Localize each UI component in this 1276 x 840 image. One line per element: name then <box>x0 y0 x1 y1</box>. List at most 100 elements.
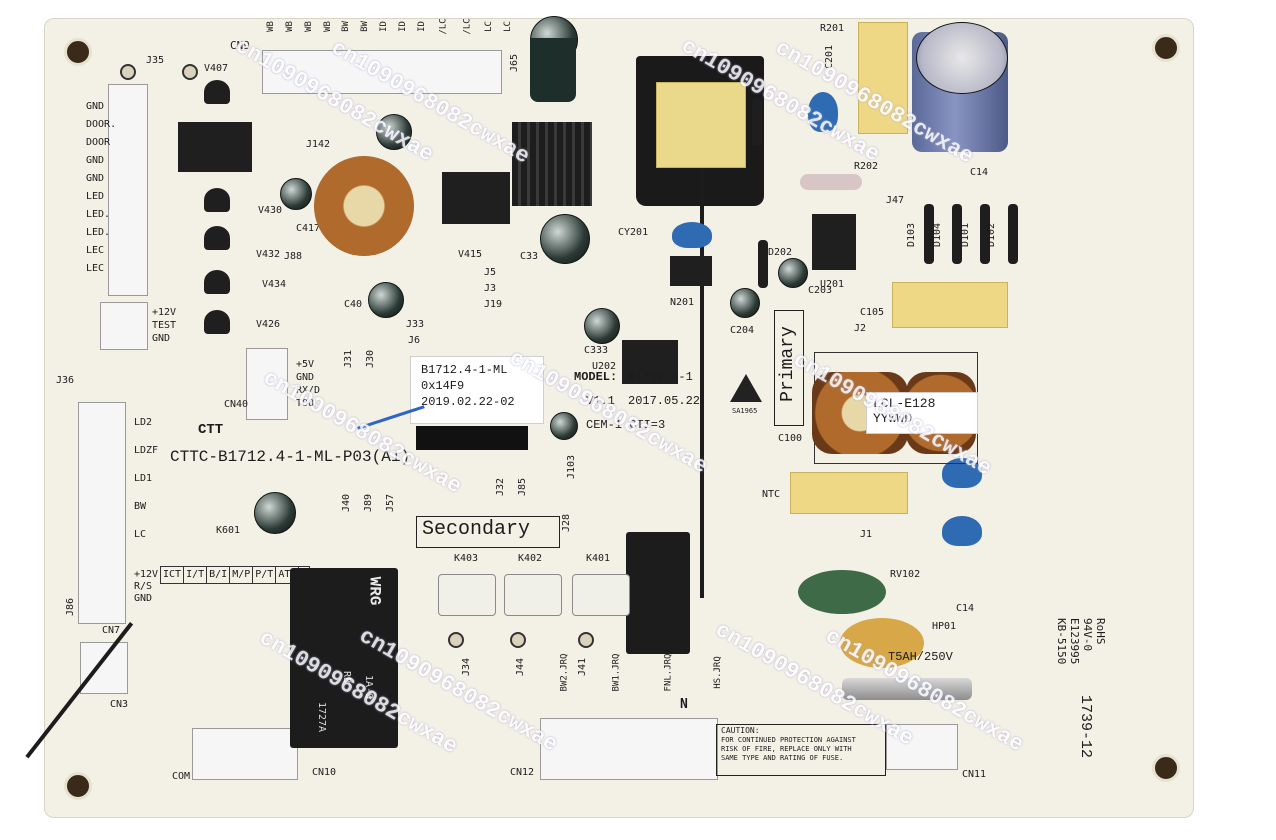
comp-ref: D103 <box>906 222 918 248</box>
varistor <box>840 618 924 668</box>
cn10-label: CN10 <box>312 767 337 778</box>
fuse-rating: T5AH/250V <box>888 650 953 664</box>
cn3-label: CN3 <box>110 699 129 710</box>
cn12-pin: FNL.JRQ <box>663 653 674 692</box>
x-capacitor <box>892 282 1008 328</box>
transformer-winding <box>656 82 746 168</box>
caution-line: FOR CONTINUED PROTECTION AGAINST <box>721 736 856 744</box>
capacitor <box>778 258 808 288</box>
y-capacitor <box>808 92 838 132</box>
jumper-ref: J44 <box>515 657 527 677</box>
jumper-ref: J5 <box>484 267 497 278</box>
cn40-label: CN40 <box>224 399 249 410</box>
cn7-pin: +12V <box>134 569 159 580</box>
part-number: CTTC-B1712.4-1-ML-P03(A1) <box>170 448 411 466</box>
io-label: LEC <box>86 245 105 256</box>
cn9-pin: BW <box>341 21 352 32</box>
model-value: B1712.4-1 <box>628 370 693 384</box>
jumper-pad <box>448 632 464 648</box>
com-label: COM <box>172 771 191 782</box>
secondary-box <box>416 516 560 548</box>
capacitor <box>280 178 312 210</box>
jumper-ref: J28 <box>561 513 573 533</box>
diode <box>758 240 768 288</box>
cn40-labels: +5V GND RX/D TOOL <box>296 360 320 409</box>
cn9-connector <box>262 50 502 94</box>
x-capacitor <box>858 22 908 134</box>
y-capacitor <box>942 516 982 546</box>
comp-ref: D104 <box>932 222 944 248</box>
sticker-line: 0x14F9 <box>421 379 465 393</box>
cn40-pin: GND <box>296 372 315 383</box>
cn9-pin: WB <box>284 21 295 32</box>
comp-ref: D202 <box>768 247 793 258</box>
cn12-connector <box>540 718 718 780</box>
test-label: +12V <box>152 307 177 318</box>
heater-relay <box>626 532 690 654</box>
transistor <box>204 188 230 212</box>
cn9-pin: LC <box>502 21 513 32</box>
cn40-pin: RX/D <box>296 385 321 396</box>
capacitor <box>730 288 760 318</box>
cn40-pin: +5V <box>296 359 315 370</box>
pwm-ic <box>812 214 856 270</box>
wire <box>700 168 704 598</box>
filter-part: LCL-E128 <box>873 396 936 411</box>
jumper-pad <box>182 64 198 80</box>
comp-ref: CY201 <box>618 227 649 238</box>
cn10-connector <box>192 728 298 780</box>
solid-state-relay <box>438 574 496 616</box>
filter-code: YYWWD <box>873 411 913 426</box>
cert-text: E123995 <box>1068 618 1081 665</box>
primary-box <box>774 310 804 426</box>
jumper-ref: J86 <box>65 597 77 617</box>
comp-ref: U202 <box>592 361 617 372</box>
comp-ref: R202 <box>854 161 879 172</box>
heatsink <box>512 122 592 206</box>
board-date: 2017.05.22 <box>628 394 701 408</box>
cn7-label: CN7 <box>102 625 121 636</box>
cn7-pin: R/S <box>134 581 153 592</box>
left-io-labels: GND DOOR. DOOR GND GND LED LED. LED. LEC… <box>86 102 116 274</box>
diode <box>952 204 962 264</box>
jumper-ref: J36 <box>56 375 75 386</box>
comp-ref: V407 <box>204 63 229 74</box>
capacitor <box>254 492 296 534</box>
io-label: LED. <box>86 227 111 238</box>
cn40-connector <box>246 348 288 420</box>
comp-ref: V415 <box>458 249 483 260</box>
comp-ref: V434 <box>262 279 287 290</box>
ntc-thermistor <box>798 570 886 614</box>
io-label: LED. <box>86 209 111 220</box>
comp-ref: C14 <box>970 167 989 178</box>
caution-line: SAME TYPE AND RATING OF FUSE. <box>721 754 844 762</box>
caution-title: CAUTION: <box>721 726 760 735</box>
comp-ref: C33 <box>520 251 539 262</box>
cn12-pin: HS.JRQ <box>712 656 723 689</box>
comp-ref: NTC <box>762 489 781 500</box>
cn9-pin: ID <box>378 21 389 32</box>
comp-ref: C14 <box>956 603 975 614</box>
sticker-line: 2019.02.22-02 <box>421 395 515 409</box>
jumper-ref: J2 <box>854 323 867 334</box>
diode <box>924 204 934 264</box>
cn7-connector <box>78 402 126 624</box>
secondary-label: Secondary <box>422 518 531 541</box>
y-capacitor <box>672 222 712 248</box>
jumper-ref: J34 <box>461 657 473 677</box>
test-label: GND <box>152 333 171 344</box>
jumper-ref: J1 <box>860 529 873 540</box>
io-label: LED <box>86 191 105 202</box>
cn9-pin: WB <box>322 21 333 32</box>
comp-ref: U201 <box>820 279 845 290</box>
optocoupler <box>670 256 712 286</box>
cn7-power-labels: +12V R/S GND <box>134 570 158 604</box>
comp-ref: C40 <box>344 299 363 310</box>
n-marker: N <box>680 697 688 712</box>
io-label: LEC <box>86 263 105 274</box>
silkscreen-block <box>416 426 528 450</box>
comp-ref: J88 <box>284 251 303 262</box>
cn7-pin: LD2 <box>134 417 153 428</box>
io-label: GND <box>86 155 105 166</box>
solid-state-relay <box>572 574 630 616</box>
